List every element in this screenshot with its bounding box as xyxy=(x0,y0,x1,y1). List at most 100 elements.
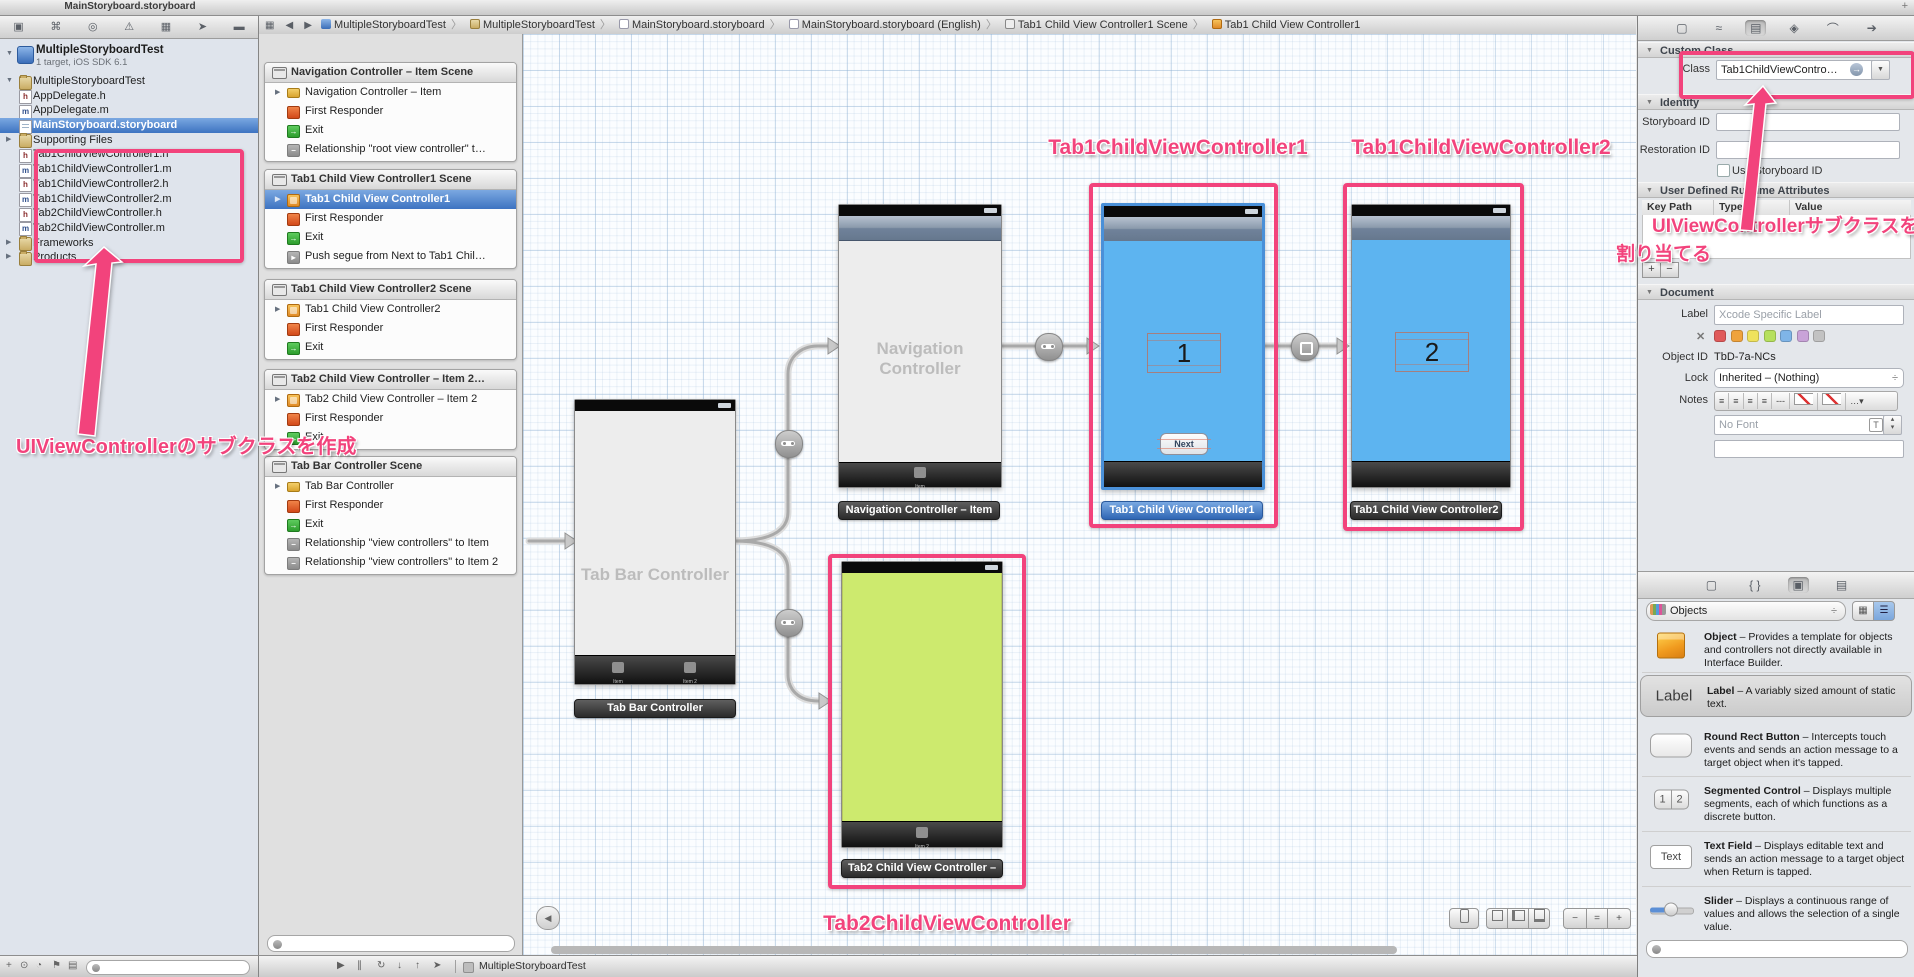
breakpoint-navigator-icon[interactable]: ➤ xyxy=(197,20,208,33)
more-format-icon[interactable]: …▾ xyxy=(1850,396,1864,406)
step-out-icon[interactable]: ↑ xyxy=(415,960,420,971)
nav-row-file-selected[interactable]: MainStoryboard.storyboard xyxy=(0,118,258,134)
window-plus-icon[interactable]: + xyxy=(1901,0,1908,12)
scene-header[interactable]: Tab2 Child View Controller – Item 2… xyxy=(265,370,516,390)
disclosure-triangle[interactable]: ▼ xyxy=(6,50,13,57)
swatch-clear-icon[interactable]: ✕ xyxy=(1696,331,1706,343)
tab2-child-vc[interactable]: Item 2 xyxy=(841,561,1003,850)
no-text-icon[interactable] xyxy=(1818,392,1847,410)
tab-item[interactable]: Item xyxy=(905,465,935,490)
pause-icon[interactable]: ∥ xyxy=(357,960,362,971)
outline-row[interactable]: −Relationship "view controllers" to Item xyxy=(265,534,516,553)
outline-row[interactable]: ▶Tab2 Child View Controller – Item 2 xyxy=(275,393,478,407)
outline-toggle-button[interactable]: ◀ xyxy=(536,906,560,930)
view-green[interactable] xyxy=(842,573,1002,822)
zoom-reset-button[interactable]: = xyxy=(1586,908,1608,929)
navigation-controller[interactable]: Navigation Controller Item xyxy=(838,204,1002,490)
lock-dropdown[interactable]: Inherited – (Nothing)÷ xyxy=(1714,368,1904,388)
breadcrumb[interactable]: MainStoryboard.storyboard xyxy=(618,19,765,31)
project-navigator-icon[interactable]: ▣ xyxy=(13,20,24,33)
tab-item[interactable]: Item 2 xyxy=(907,825,937,850)
file-inspector-icon[interactable]: ▢ xyxy=(1676,21,1688,35)
document-label-field[interactable]: Xcode Specific Label xyxy=(1714,305,1904,325)
step-over-icon[interactable]: ↻ xyxy=(377,960,386,971)
size-inspector-icon[interactable]: ⌒ xyxy=(1826,21,1839,36)
library-item-label[interactable]: Label Label – A variably sized amount of… xyxy=(1640,675,1912,717)
filter-list-icon[interactable]: ▤ xyxy=(68,960,78,971)
library-item-round-rect-button[interactable]: Round Rect Button – Intercepts touch eve… xyxy=(1638,726,1914,770)
relationship-segue-badge[interactable] xyxy=(775,430,803,458)
scene-header[interactable]: Tab1 Child View Controller1 Scene xyxy=(265,170,516,190)
no-fill-icon[interactable] xyxy=(1790,392,1819,410)
editor-layout-button-2[interactable] xyxy=(1507,908,1529,929)
outline-row[interactable]: →Exit xyxy=(265,121,516,140)
relationship-segue-badge[interactable] xyxy=(775,609,803,637)
scene-header[interactable]: Tab1 Child View Controller2 Scene xyxy=(265,280,516,300)
filter-clock-icon[interactable]: ◔ xyxy=(36,960,43,971)
outline-row[interactable]: First Responder xyxy=(265,319,516,338)
align-left-icon[interactable]: ≡ xyxy=(1715,393,1730,409)
location-icon[interactable]: ➤ xyxy=(433,960,442,971)
tab2-child-vc-badge[interactable]: Tab2 Child View Controller – xyxy=(841,859,1003,878)
outline-row[interactable]: →Exit xyxy=(265,338,516,357)
label-1[interactable]: 1 xyxy=(1147,333,1221,373)
zoom-out-button[interactable]: − xyxy=(1563,908,1587,929)
outline-row[interactable]: First Responder xyxy=(265,496,516,515)
class-go-arrow-icon[interactable]: → xyxy=(1850,63,1863,76)
outline-row[interactable]: →Exit xyxy=(265,515,516,534)
library-item-text-field[interactable]: Text Text Field – Displays editable text… xyxy=(1638,835,1914,879)
tab-bar-controller[interactable]: Tab Bar Controller Item Item 2 xyxy=(574,399,736,685)
swatch-blue[interactable] xyxy=(1780,330,1792,342)
align-center-icon[interactable]: ≡ xyxy=(1729,393,1744,409)
library-search-field[interactable] xyxy=(1646,940,1908,958)
horizontal-scrollbar[interactable] xyxy=(551,946,1397,954)
breadcrumb[interactable]: MultipleStoryboardTest xyxy=(321,19,446,31)
outline-row[interactable]: −Relationship "root view controller" t… xyxy=(265,140,516,159)
view-blue[interactable]: 2 xyxy=(1352,240,1510,462)
runtime-attributes-header[interactable]: User Defined Runtime Attributes xyxy=(1638,182,1914,199)
quick-help-icon[interactable]: ≈ xyxy=(1715,21,1723,35)
filter-flag-icon[interactable]: ⚑ xyxy=(52,960,61,971)
outline-row[interactable]: ▶Navigation Controller – Item xyxy=(275,86,442,98)
outline-row[interactable]: First Responder xyxy=(265,409,516,428)
dash-icon[interactable]: --- xyxy=(1772,393,1791,409)
breadcrumb[interactable]: MainStoryboard.storyboard (English) xyxy=(788,19,981,31)
library-dropdown[interactable]: Objects ÷ xyxy=(1646,601,1846,621)
window-titlebar[interactable]: MainStoryboard.storyboard + xyxy=(0,0,1914,16)
scene-header[interactable]: Navigation Controller – Item Scene xyxy=(265,63,516,83)
align-right-icon[interactable]: ≡ xyxy=(1744,393,1758,409)
code-snippet-library-icon[interactable]: { } xyxy=(1749,578,1761,592)
connections-inspector-icon[interactable]: ➔ xyxy=(1866,21,1877,35)
tab1-child-vc2-badge[interactable]: Tab1 Child View Controller2 xyxy=(1350,501,1502,520)
symbol-navigator-icon[interactable]: ⌘ xyxy=(50,20,62,33)
search-navigator-icon[interactable]: ◎ xyxy=(88,20,98,33)
next-button[interactable]: Next xyxy=(1157,433,1211,455)
project-root-row[interactable]: ▼ MultipleStoryboardTest 1 target, iOS S… xyxy=(0,42,258,70)
use-storyboard-id-checkbox[interactable] xyxy=(1717,164,1730,177)
file-template-library-icon[interactable]: ▢ xyxy=(1705,578,1718,592)
attributes-inspector-icon[interactable]: ◈ xyxy=(1789,21,1799,35)
swatch-green[interactable] xyxy=(1763,330,1776,342)
identity-inspector-icon[interactable]: ▤ xyxy=(1745,20,1767,36)
outline-row[interactable]: ▶Tab Bar Controller xyxy=(275,480,394,492)
outline-filter-field[interactable] xyxy=(267,935,515,952)
editor-layout-button-3[interactable] xyxy=(1528,908,1550,929)
root-vc-segue-badge[interactable] xyxy=(1035,333,1063,361)
swatch-gray[interactable] xyxy=(1813,330,1825,342)
font-stepper[interactable]: ▴▾ xyxy=(1883,415,1902,435)
library-item-slider[interactable]: Slider – Displays a continuous range of … xyxy=(1638,890,1914,934)
tab1-child-vc1[interactable]: 1 Next xyxy=(1101,203,1265,490)
scene-header[interactable]: Tab Bar Controller Scene xyxy=(265,457,516,477)
swatch-yellow[interactable] xyxy=(1747,330,1759,342)
storyboard-id-field[interactable] xyxy=(1716,113,1900,131)
object-library-icon[interactable]: ▣ xyxy=(1787,577,1809,593)
add-attribute-button[interactable]: + xyxy=(1642,262,1661,278)
navigation-controller-badge[interactable]: Navigation Controller – Item xyxy=(838,501,1000,520)
